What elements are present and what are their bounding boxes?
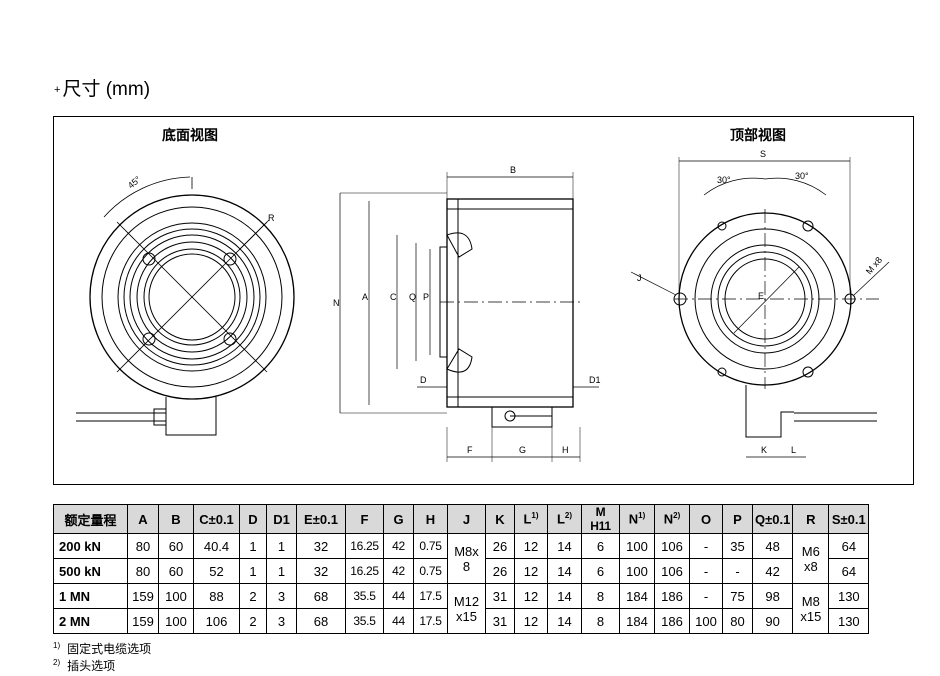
header-p: P xyxy=(722,504,753,534)
header-r: R xyxy=(792,504,830,534)
header-f: F xyxy=(345,504,384,534)
bottom-view: 45° R xyxy=(76,174,295,436)
side-view: N A C Q P B D D1 F G H xyxy=(333,165,601,462)
footnote-2: 2)插头选项 xyxy=(53,658,116,673)
header-k: K xyxy=(485,504,515,534)
dim-p-label: P xyxy=(423,292,429,302)
dim-d-label: D xyxy=(420,375,427,385)
cell-r-merged-top: M6 x8 xyxy=(792,533,830,584)
table-row: 200 kN 80 60 40.4 1 1 32 16.25 42 0.75 M… xyxy=(53,533,870,584)
header-a: A xyxy=(127,504,159,534)
header-h: H xyxy=(413,504,448,534)
dim-m-label: M x8 xyxy=(864,255,884,276)
header-j: J xyxy=(447,504,486,534)
table-row: 1 MN 159 100 88 2 3 68 35.5 44 17.5 M12 … xyxy=(53,583,870,634)
table-row: 500 kN 80 60 52 1 1 32 16.25 42 0.75 26 … xyxy=(53,558,870,584)
dim-d1-label: D1 xyxy=(589,375,601,385)
header-g: G xyxy=(383,504,414,534)
heading-text: 尺寸 (mm) xyxy=(62,79,151,100)
technical-drawing-svg: 45° R xyxy=(76,149,890,462)
angle-30a-label: 30° xyxy=(717,175,731,185)
footnote-1: 1)固定式电缆选项 xyxy=(53,641,152,656)
radius-r-label: R xyxy=(268,213,275,223)
table-header-row: 额定量程 A B C±0.1 D D1 E±0.1 F G H J K L1) … xyxy=(53,504,870,534)
dim-e-label: E xyxy=(758,291,764,301)
table-row: 2 MN 159 100 106 2 3 68 35.5 44 17.5 31 … xyxy=(53,608,870,634)
header-l2: L2) xyxy=(547,504,582,534)
header-m: M H11 xyxy=(581,504,620,534)
cell-j-merged-bottom: M12 x15 xyxy=(447,583,486,634)
dimensions-table: 额定量程 A B C±0.1 D D1 E±0.1 F G H J K L1) … xyxy=(53,504,870,634)
dim-a-label: A xyxy=(362,292,368,302)
header-s: S±0.1 xyxy=(828,504,870,534)
dim-q-label: Q xyxy=(409,292,416,302)
dim-j-label: J xyxy=(637,273,642,283)
header-q: Q±0.1 xyxy=(751,504,794,534)
header-e: E±0.1 xyxy=(296,504,346,534)
cell-j-merged-top: M8x 8 xyxy=(447,533,486,584)
cell-r-merged-bottom: M8 x15 xyxy=(792,583,830,634)
top-view-title: 顶部视图 xyxy=(730,127,786,143)
top-view: S 30° 30° J E M x8 K L xyxy=(630,149,890,458)
dim-c-label: C xyxy=(390,292,397,302)
dim-b-label: B xyxy=(510,165,516,175)
heading-bullet: + xyxy=(54,83,61,96)
header-c: C±0.1 xyxy=(193,504,240,534)
header-b: B xyxy=(158,504,194,534)
dim-h-label: H xyxy=(562,445,569,455)
header-d: D xyxy=(239,504,267,534)
dimension-drawing: 底面视图 顶部视图 45° R xyxy=(53,116,914,485)
dim-g-label: G xyxy=(519,445,526,455)
header-n2: N2) xyxy=(654,504,690,534)
dim-k-label: K xyxy=(761,445,767,455)
header-d1: D1 xyxy=(266,504,297,534)
header-n1: N1) xyxy=(619,504,655,534)
bottom-view-title: 底面视图 xyxy=(162,127,218,143)
dim-f-label: F xyxy=(467,445,473,455)
angle-30b-label: 30° xyxy=(795,171,809,181)
dim-s-label: S xyxy=(760,149,766,159)
header-l1: L1) xyxy=(514,504,548,534)
dim-n-label: N xyxy=(333,298,340,308)
header-o: O xyxy=(689,504,723,534)
section-heading: +尺寸 (mm) xyxy=(54,74,150,101)
angle-45-label: 45° xyxy=(126,174,143,191)
header-range: 额定量程 xyxy=(53,504,128,534)
dim-l-label: L xyxy=(791,445,796,455)
